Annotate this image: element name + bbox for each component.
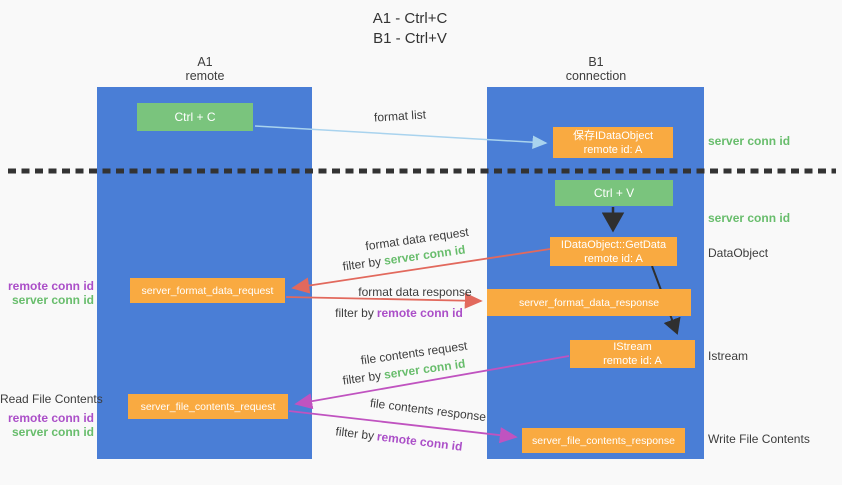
format-data-response-label: format data response [358, 285, 472, 299]
diagram-title: A1 - Ctrl+C B1 - Ctrl+V [300, 9, 520, 49]
file-contents-request-arrow [294, 355, 570, 410]
write-file-contents-label: Write File Contents [708, 432, 810, 446]
istream-line2: remote id: A [603, 355, 662, 367]
sfc-response-label: server_file_contents_response [531, 434, 675, 447]
filter-by-text: filter by [335, 306, 374, 320]
sfd-request-label: server_format_data_request [141, 284, 274, 297]
right-server-conn-id-label-1: server conn id [708, 134, 791, 148]
file-contents-response-arrow [288, 410, 518, 444]
istream-side-label: Istream [708, 349, 749, 363]
server-file-contents-request-box: server_file_contents_request [128, 394, 288, 419]
ctrl-v-label: Ctrl + V [593, 186, 635, 200]
save-idataobject-box: 保存IDataObject remote id: A [553, 127, 673, 158]
column-a1-name: A1 [197, 55, 213, 69]
right-server-conn-id-label-2: server conn id [708, 211, 791, 225]
server-file-contents-response-box: server_file_contents_response [522, 428, 685, 453]
column-header-a1: A1 remote [145, 55, 265, 83]
ctrl-v-event-box: Ctrl + V [555, 180, 673, 206]
istream-line1: IStream [613, 341, 652, 353]
sfc-request-label: server_file_contents_request [140, 400, 276, 413]
getdata-line1: IDataObject::GetData [560, 238, 667, 251]
left-remote-conn-id-label-1: remote conn id [7, 279, 94, 293]
format-list-arrow [254, 125, 548, 149]
dataobject-label: DataObject [708, 246, 769, 260]
istream-box: IStream remote id: A [570, 340, 695, 368]
idataobject-getdata-box: IDataObject::GetData remote id: A [550, 237, 677, 266]
ctrl-c-event-box: Ctrl + C [137, 103, 253, 131]
title-line-b1: B1 - Ctrl+V [373, 30, 447, 47]
remote-conn-id-text: remote conn id [376, 306, 463, 320]
server-format-data-request-box: server_format_data_request [130, 278, 285, 303]
column-a1-subtitle: remote [185, 69, 225, 83]
left-server-conn-id-label-1: server conn id [11, 293, 94, 307]
server-format-data-response-box: server_format_data_response [487, 289, 691, 316]
sfd-response-label: server_format_data_response [518, 296, 660, 309]
format-data-request-arrow [291, 248, 551, 294]
column-b1-subtitle: connection [565, 69, 627, 83]
left-remote-conn-id-label-2: remote conn id [7, 411, 94, 425]
column-b1-name: B1 [588, 55, 604, 69]
save-idataobject-line2: remote id: A [583, 143, 643, 156]
column-header-b1: B1 connection [536, 55, 656, 83]
ctrl-c-label: Ctrl + C [174, 110, 216, 124]
format-data-response-arrow [285, 292, 483, 309]
getdata-line2: remote id: A [584, 252, 643, 265]
save-idataobject-line1: 保存IDataObject [572, 129, 654, 142]
title-line-a1: A1 - Ctrl+C [372, 10, 448, 27]
left-server-conn-id-label-2: server conn id [11, 425, 94, 439]
read-file-contents-label: Read File Contents [0, 392, 103, 406]
